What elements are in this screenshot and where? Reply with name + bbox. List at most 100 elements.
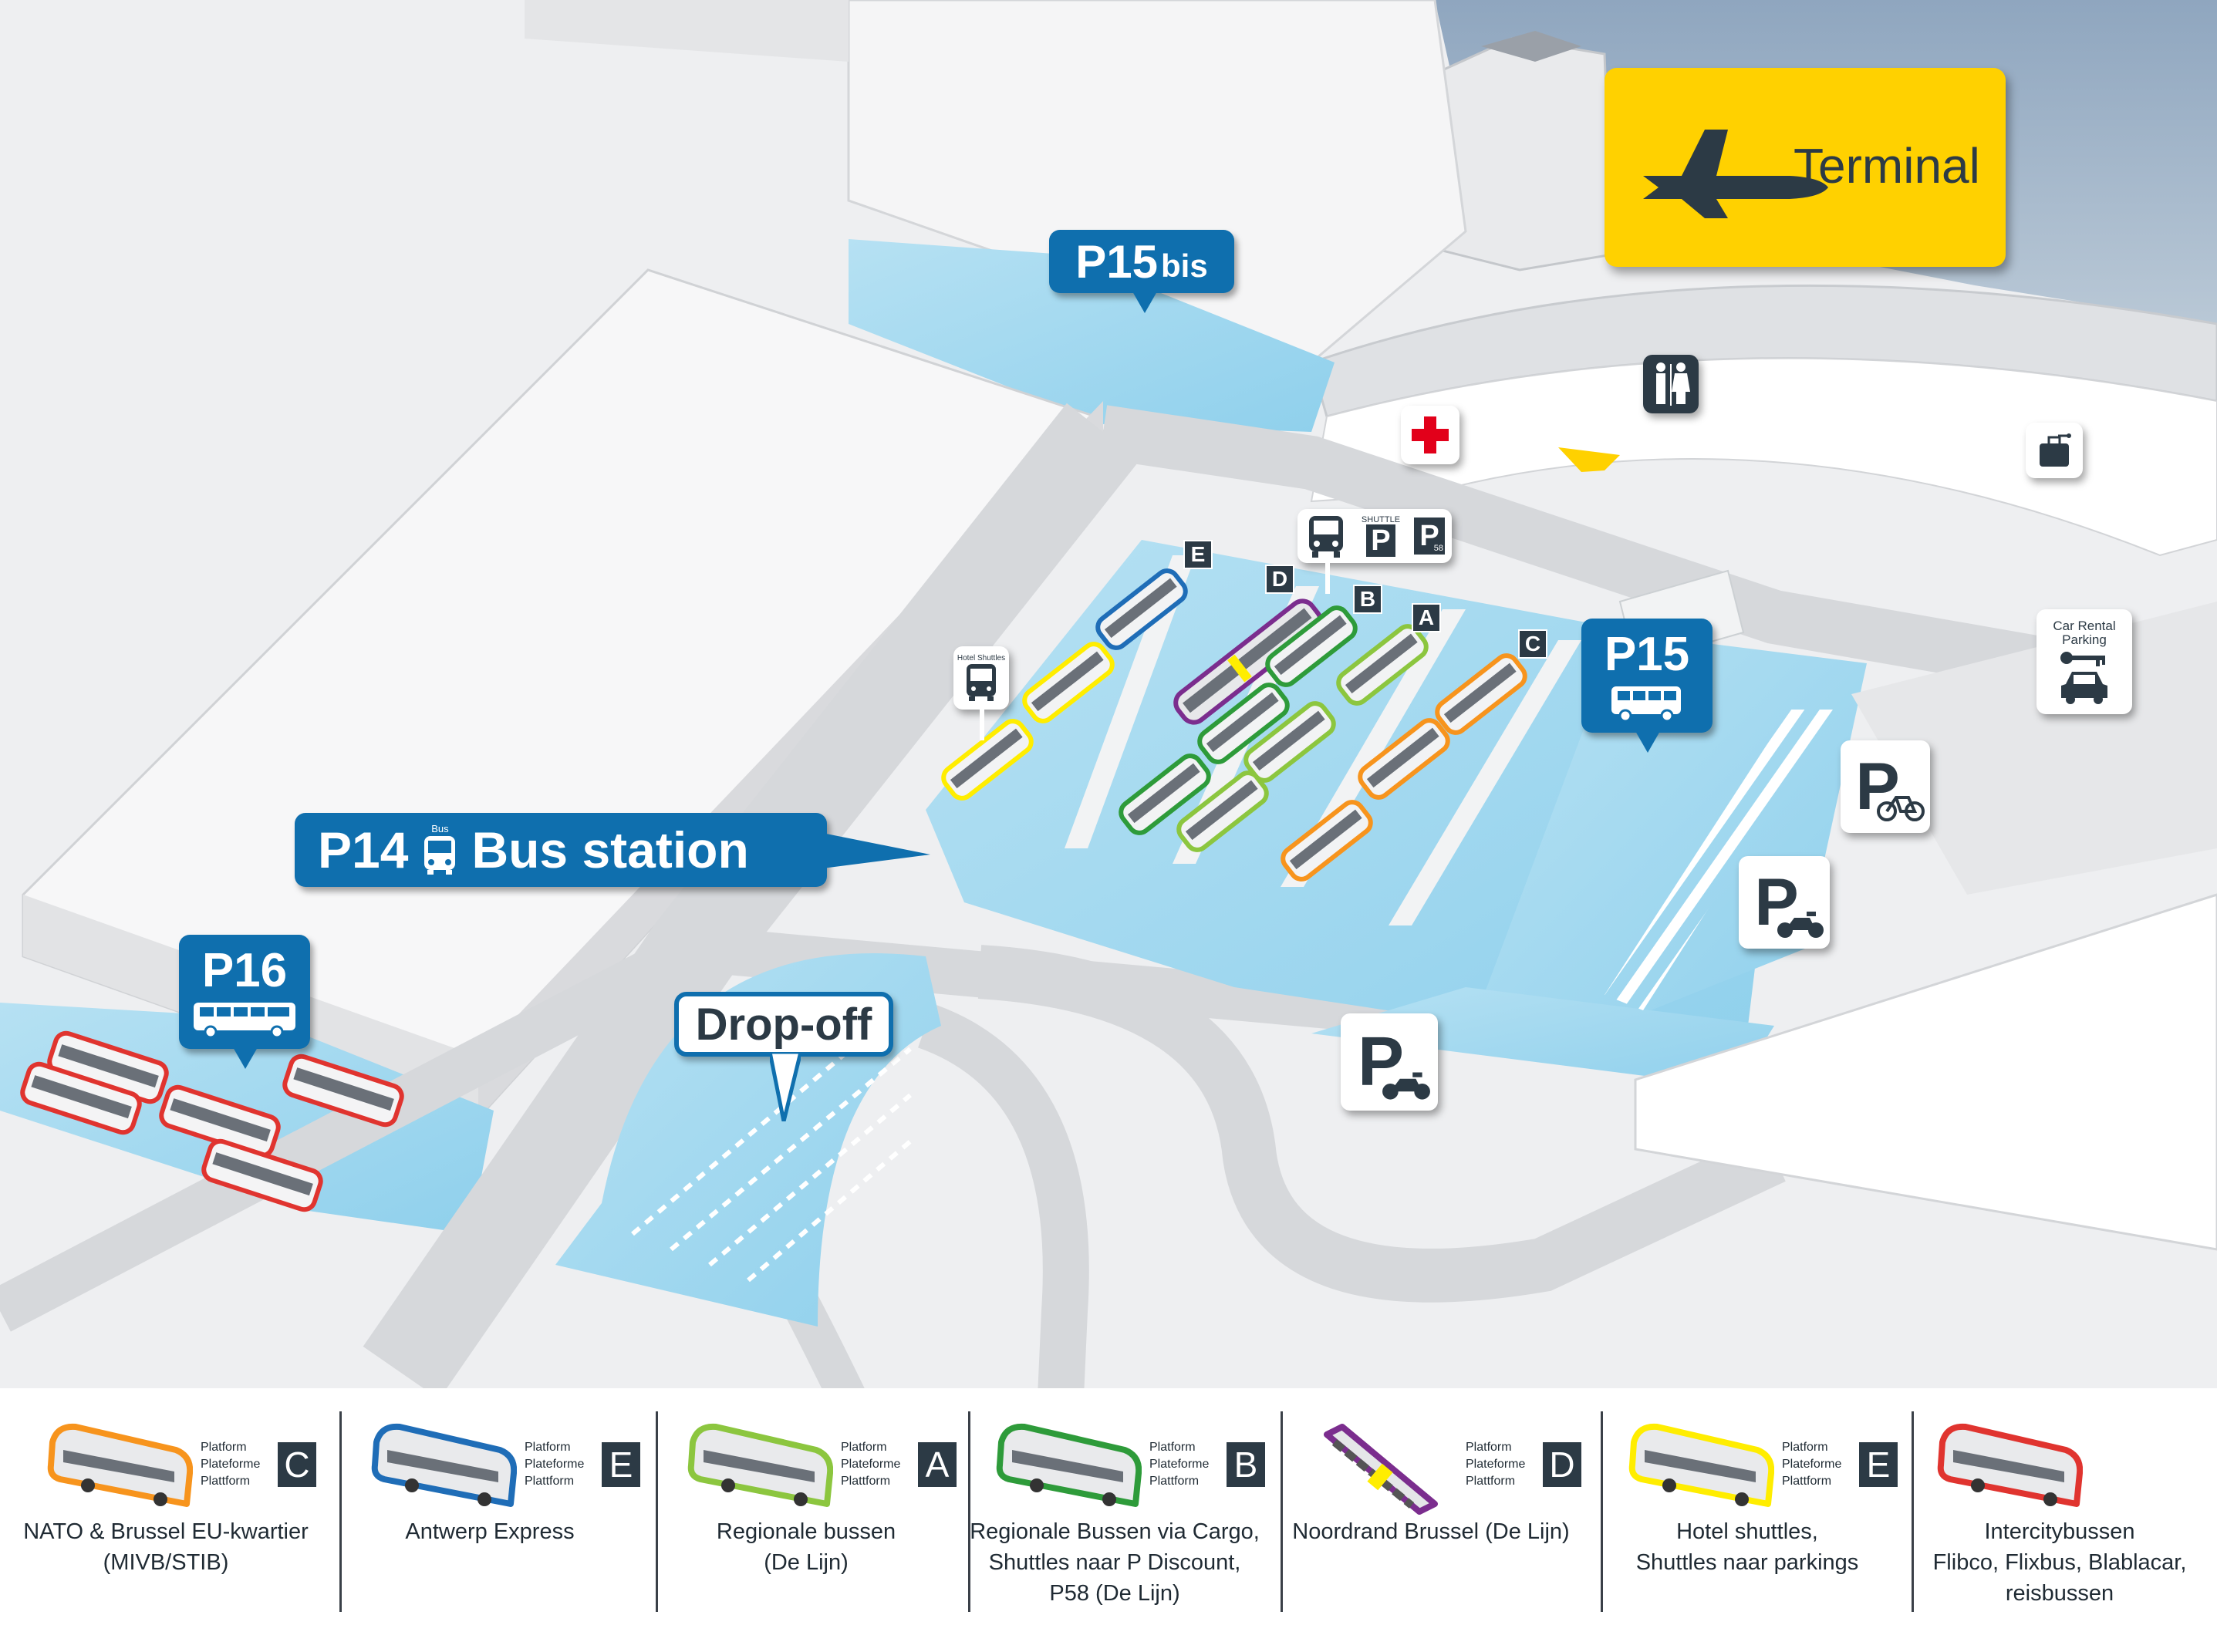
road-south (917, 1003, 1089, 1652)
legend-platform-word: Plateforme (841, 1458, 901, 1471)
bus-front-icon (967, 663, 996, 701)
p16-label: P16 (201, 943, 288, 997)
legend-separator (1281, 1411, 1283, 1612)
platform-badge-e: E (1183, 540, 1213, 569)
shuttle-p-badge: SHUTTLE P (1362, 515, 1400, 557)
legend-platform-word: Plattform (1466, 1475, 1516, 1488)
hotel-shuttles-sign[interactable]: Hotel Shuttles (953, 646, 1009, 710)
toilets-sign[interactable] (1643, 355, 1699, 413)
car-rental-label-2: Parking (2062, 632, 2107, 647)
bus-side-icon (1611, 686, 1681, 722)
hotel-shuttles-stem (980, 710, 984, 740)
legend-platform-word: Platform (841, 1441, 887, 1454)
bus-marker (1095, 568, 1188, 650)
legend-platform-word: Platform (1782, 1441, 1828, 1454)
legend-platform-word: Plateforme (1782, 1458, 1842, 1471)
shuttle-parking-sign[interactable]: SHUTTLE P P 58 (1297, 509, 1452, 563)
legend-description: Antwerp Express (336, 1516, 644, 1547)
luggage-sign[interactable] (2026, 423, 2083, 478)
p15bis-pin[interactable]: P15 bis (1049, 230, 1234, 293)
p14-code: P14 (318, 821, 409, 878)
platform-badge-c: C (1518, 629, 1547, 659)
legend-platform-word: Plattform (841, 1475, 891, 1488)
p16-pin-tail (233, 1047, 258, 1069)
legend-platform-word: Platform (201, 1441, 247, 1454)
motorcycle-parking-sign-1[interactable]: P (1739, 856, 1830, 949)
p15bis-pin-tail (1132, 292, 1157, 313)
legend-tram-icon (1324, 1424, 1438, 1515)
legend-description: Regionale bussen(De Lijn) (652, 1516, 960, 1578)
bus-marker (1281, 800, 1373, 882)
terminal-tower-top (1481, 31, 1581, 62)
bike-parking-sign[interactable]: P (1841, 740, 1930, 833)
legend-description: Regionale Bussen via Cargo,Shuttles naar… (960, 1516, 1269, 1609)
legend-platform-word: Platform (1149, 1441, 1196, 1454)
right-building (1634, 893, 2217, 1251)
bus-marker (1119, 754, 1211, 835)
legend-description-line: Shuttles naar P Discount, (988, 1550, 1241, 1575)
legend-description-line: Intercitybussen (1984, 1519, 2135, 1544)
coach-icon (194, 1002, 295, 1038)
legend-platform-letter: B (1227, 1442, 1265, 1487)
motorcycle-parking-sign-2[interactable]: P (1341, 1013, 1438, 1111)
platform-badge-d: D (1265, 565, 1294, 594)
legend-bus-icon (47, 1423, 193, 1507)
tram-marker (1173, 598, 1323, 725)
p16-pin[interactable]: P16 (179, 935, 310, 1049)
bus-marker (941, 719, 1034, 801)
legend-description-line: P58 (De Lijn) (1049, 1581, 1180, 1606)
car-rental-parking-sign[interactable]: Car Rental Parking (2036, 609, 2132, 714)
legend-platform-word: Plattform (1149, 1475, 1200, 1488)
p15-lot-lower (1311, 987, 1774, 1087)
bicycle-icon (1877, 796, 1925, 821)
hotel-shuttles-label: Hotel Shuttles (957, 653, 1006, 662)
motorcycle-icon (1382, 1072, 1430, 1100)
legend-description: Noordrand Brussel (De Lijn) (1277, 1516, 1585, 1547)
legend-description: NATO & Brussel EU-kwartier(MIVB/STIB) (12, 1516, 320, 1578)
legend-separator (968, 1411, 970, 1612)
drop-off-pin[interactable]: Drop-off (674, 992, 893, 1057)
terminal-forecourt (1310, 357, 2217, 557)
legend-separator (1601, 1411, 1603, 1612)
terminal-sign[interactable]: Terminal (1605, 68, 2006, 267)
car-icon (2061, 672, 2107, 704)
legend-bus-icon (1628, 1423, 1774, 1507)
upper-building (847, 0, 1467, 364)
road-loop (977, 945, 1786, 1303)
first-aid-sign[interactable] (1401, 406, 1459, 464)
luggage-icon (2040, 433, 2071, 467)
bus-front-icon (424, 836, 456, 875)
bus-marker (282, 1054, 404, 1128)
legend-bus-icon (687, 1423, 833, 1507)
legend-platform-word: Platform (525, 1441, 571, 1454)
entrance-arrow (1558, 447, 1620, 472)
legend-platform-word: Plattform (525, 1475, 575, 1488)
car-rental-label-1: Car Rental (2053, 619, 2116, 633)
p58-badge: P 58 (1414, 518, 1445, 555)
p14-bus-station-banner[interactable]: P14 Bus Bus station (295, 813, 827, 887)
legend-platform-word: Platform (1466, 1441, 1512, 1454)
bus-marker (159, 1084, 281, 1158)
legend-platform-letter: E (602, 1442, 640, 1487)
legend-platform-word: Plattform (1782, 1475, 1832, 1488)
bus-marker (201, 1138, 323, 1212)
bus-front-icon (1308, 516, 1343, 558)
p15bis-suffix: bis (1161, 248, 1208, 284)
bus-marker (1022, 642, 1115, 723)
legend-description-line: Noordrand Brussel (De Lijn) (1292, 1519, 1570, 1544)
legend-description: Hotel shuttles,Shuttles naar parkings (1593, 1516, 1901, 1578)
key-icon (2060, 652, 2105, 666)
p14-bus-icon: Bus (422, 824, 457, 876)
p15-pin[interactable]: P15 (1581, 619, 1713, 733)
legend-platform-word: Plateforme (201, 1458, 261, 1471)
terminal-label: Terminal (1794, 138, 1980, 194)
bus-marker (1243, 701, 1336, 783)
legend-bus-icon (1937, 1423, 2083, 1507)
p15-pin-tail (1635, 731, 1660, 753)
